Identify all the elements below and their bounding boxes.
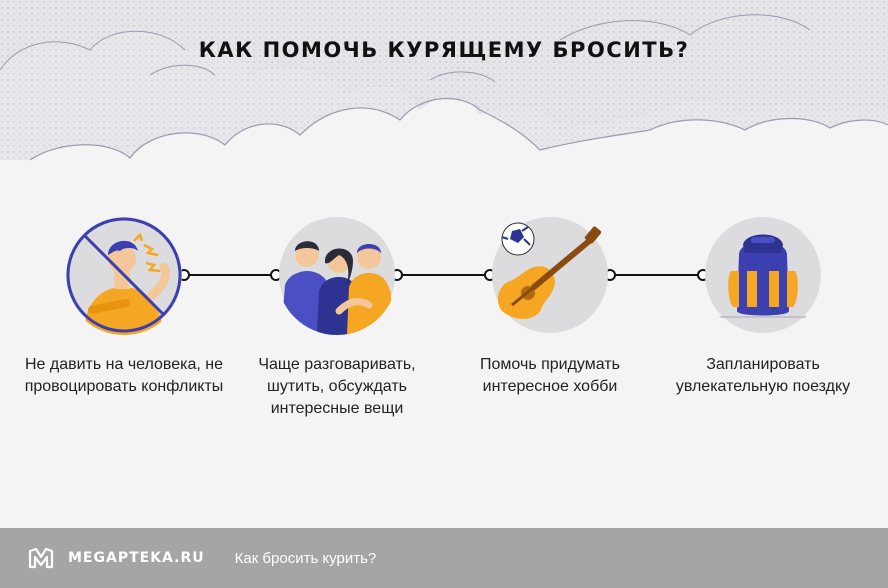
step-text-trip: Запланировать увлекательную поездку (675, 356, 851, 395)
page-title: КАК ПОМОЧЬ КУРЯЩЕМУ БРОСИТЬ? (198, 38, 690, 62)
footer-link[interactable]: Как бросить курить? (234, 549, 377, 567)
step-text-no-pressure: Не давить на человека, не провоцировать … (24, 356, 224, 395)
brand-name: MEGAPTEKA.RU (68, 550, 205, 566)
footer-bar: MEGAPTEKA.RU Как бросить курить? (0, 528, 888, 588)
friends-talking-icon (277, 215, 397, 335)
clouds-decoration (0, 0, 888, 161)
backpack-trip-icon (703, 215, 823, 335)
no-pressure-icon (64, 215, 184, 335)
guitar-hobby-icon (490, 215, 610, 335)
megapteka-logo-icon (28, 547, 54, 569)
step-text-friends: Чаще разговаривать, шутить, обсуждать ин… (258, 356, 416, 417)
step-text-hobby: Помочь придумать интересное хобби (480, 356, 620, 395)
